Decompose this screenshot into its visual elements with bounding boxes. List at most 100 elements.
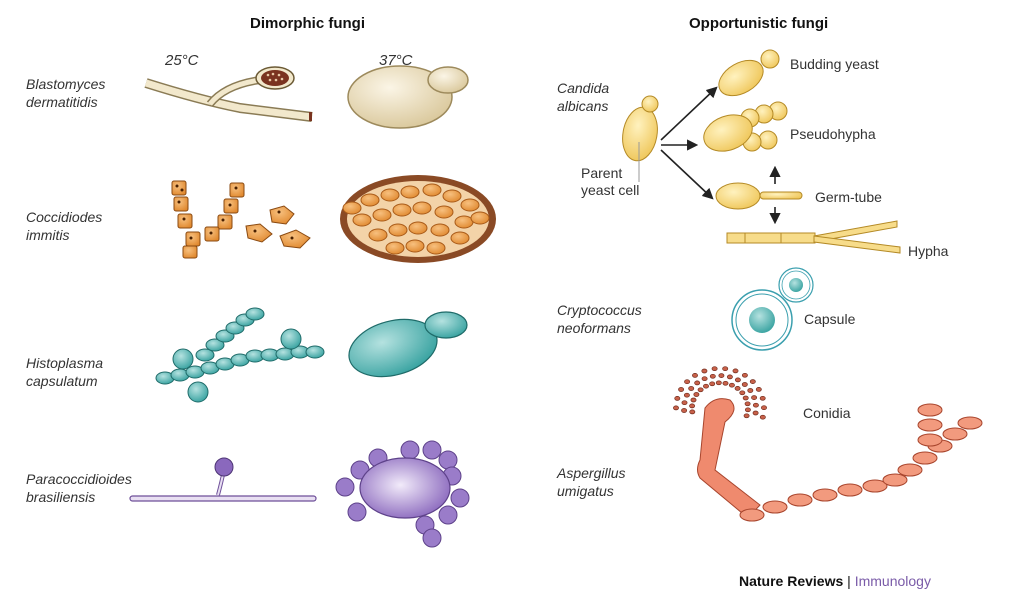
endospore	[392, 203, 412, 217]
journal-subject: Immunology	[854, 573, 931, 589]
conidium	[759, 395, 766, 401]
conidium	[751, 395, 758, 400]
pseudohypha-label: Pseudohypha	[790, 126, 876, 142]
epithet: dermatitidis	[26, 94, 98, 110]
conidium	[759, 414, 766, 420]
conidium	[709, 373, 716, 379]
conidium	[732, 368, 739, 374]
hyphal-segment	[912, 451, 938, 465]
aspergillus-structure	[673, 366, 983, 522]
parent-yeast-cell-label: Parent yeast cell	[581, 165, 639, 199]
endospore	[352, 213, 372, 227]
conidium	[678, 387, 685, 392]
daughter-bud	[422, 440, 442, 460]
hyphal-segment	[762, 500, 788, 514]
conidium	[709, 381, 716, 387]
hyphal-segment	[812, 488, 838, 502]
endospore	[388, 223, 408, 237]
conidium	[697, 387, 704, 393]
endospore	[450, 231, 470, 245]
conidium	[741, 372, 748, 378]
endospore	[408, 221, 428, 235]
coccidioides-spherule	[340, 175, 496, 263]
conidium	[739, 390, 746, 396]
conidium	[749, 379, 756, 384]
endospore	[360, 193, 380, 207]
conidia-label: Conidia	[803, 405, 851, 421]
journal-name: Nature Reviews	[739, 573, 844, 589]
conidium	[711, 366, 718, 372]
conidium	[692, 373, 698, 378]
conidium	[701, 368, 708, 374]
label-line: Parent	[581, 165, 623, 181]
opportunistic-fungi-heading: Opportunistic fungi	[689, 15, 829, 32]
hyphal-segment	[897, 463, 923, 477]
species-aspergillus: Aspergillus umigatus	[557, 464, 625, 500]
hyphal-segment	[205, 338, 225, 352]
endospore	[412, 201, 432, 215]
daughter-bud	[335, 477, 355, 497]
daughter-bud	[438, 450, 458, 470]
blastomyces-yeast	[347, 65, 469, 129]
epithet: brasiliensis	[26, 489, 96, 505]
conidium	[684, 379, 691, 385]
endospore	[405, 239, 425, 253]
species-blastomyces: Blastomyces dermatitidis	[26, 75, 105, 111]
hypha-label: Hypha	[908, 243, 949, 259]
credit-separator: |	[847, 573, 851, 589]
hyphal-segment	[739, 508, 765, 522]
conidium	[718, 373, 725, 378]
daughter-bud	[438, 505, 458, 525]
species-candida: Candida albicans	[557, 79, 609, 115]
conidium	[752, 410, 759, 416]
hyphal-segment	[882, 473, 908, 487]
conidium	[744, 407, 751, 413]
endospore	[470, 211, 490, 225]
genus: Blastomyces	[26, 76, 106, 92]
paracoccidioides-yeast	[335, 440, 470, 548]
blastomyces-mould	[144, 66, 313, 122]
hyphal-segment	[195, 348, 215, 362]
conidium	[722, 380, 729, 386]
daughter-bud	[400, 440, 420, 460]
hyphal-segment	[862, 479, 888, 493]
conidium	[694, 380, 701, 386]
conidium	[755, 387, 762, 392]
daughter-bud	[450, 488, 470, 508]
conidium	[690, 397, 697, 403]
species-paracoccidioides: Paracoccidioides brasiliensis	[26, 470, 132, 506]
conidium	[703, 383, 709, 389]
conidium	[681, 408, 688, 413]
genus: Aspergillus	[557, 465, 626, 481]
hyphal-segment	[917, 403, 943, 417]
endospore	[426, 241, 446, 255]
conidium	[673, 405, 679, 411]
conidium	[743, 413, 750, 419]
coccidioides-mould	[171, 180, 311, 259]
genus: Paracoccidioides	[26, 471, 132, 487]
conidium	[761, 405, 767, 411]
conidium	[701, 376, 708, 382]
hyphal-segment	[245, 307, 265, 321]
conidium	[722, 366, 729, 372]
conidium	[726, 374, 733, 380]
histoplasma-mould	[155, 307, 325, 403]
species-histoplasma: Histoplasma capsulatum	[26, 354, 103, 390]
endospore	[454, 215, 474, 229]
conidium	[752, 402, 759, 408]
conidium	[681, 400, 688, 406]
journal-credit: Nature Reviews | Immunology	[739, 573, 931, 589]
species-cryptococcus: Cryptococcus neoformans	[557, 301, 642, 337]
histoplasma-yeast	[348, 311, 468, 378]
conidium	[674, 396, 681, 401]
dimorphic-fungi-heading: Dimorphic fungi	[250, 15, 365, 32]
endospore	[434, 205, 454, 219]
conidium	[744, 401, 751, 407]
conidium	[693, 392, 700, 397]
epithet: albicans	[557, 98, 609, 114]
budding-yeast-label: Budding yeast	[790, 56, 879, 72]
candida-albicans-forms	[622, 49, 901, 254]
hyphal-segment	[957, 416, 983, 430]
endospore	[385, 241, 405, 255]
